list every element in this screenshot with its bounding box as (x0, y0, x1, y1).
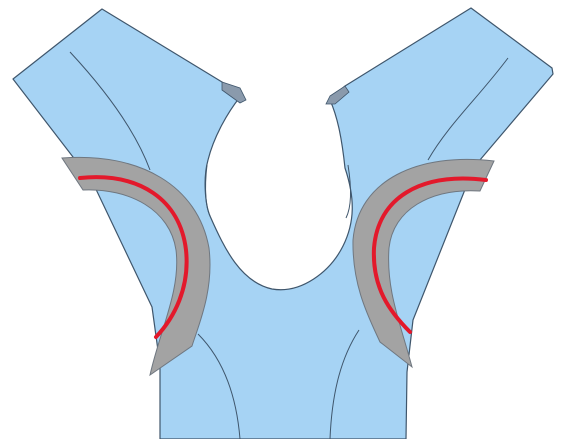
y-shaped-diagram (0, 0, 563, 439)
